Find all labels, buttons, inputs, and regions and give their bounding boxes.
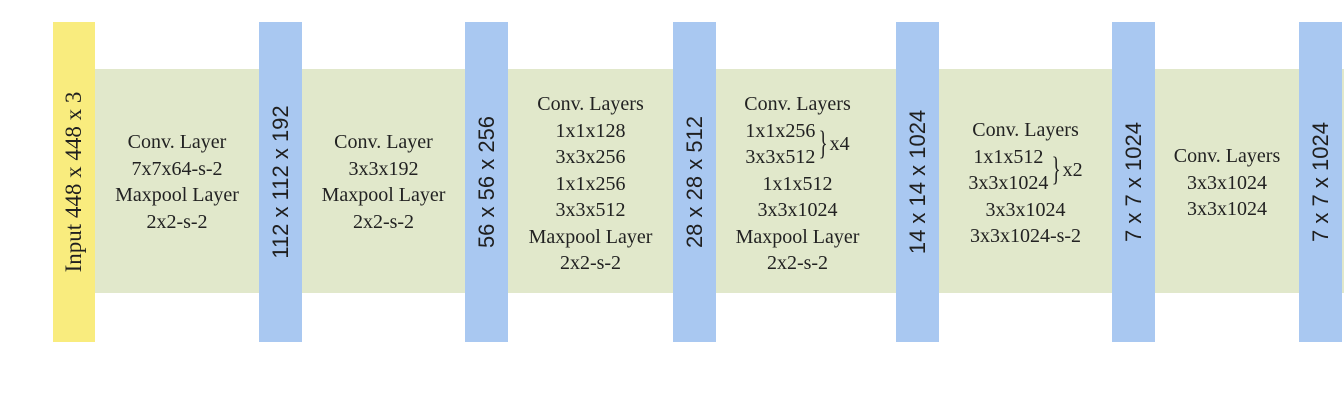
- block-title: Conv. Layers: [744, 93, 851, 115]
- block-line: 2x2-s-2: [146, 210, 208, 233]
- block-line: 1x1x256: [745, 119, 816, 142]
- block-line: 3x3x1024-s-2: [969, 225, 1082, 247]
- block-line: Maxpool Layer: [115, 184, 239, 206]
- block-line: Conv. Layers: [1173, 145, 1281, 167]
- feature-map-bar-4: 14 x 14 x 1024: [896, 22, 939, 342]
- block-line: Maxpool Layer: [528, 225, 653, 248]
- feature-map-bar-3: 28 x 28 x 512: [673, 22, 716, 342]
- block-line: Conv. Layer: [334, 131, 433, 153]
- block-line: 2x2-s-2: [559, 252, 622, 274]
- right-brace-icon: }: [1052, 151, 1061, 188]
- feature-map-bar-6: 7 x 7 x 1024: [1299, 22, 1342, 342]
- block-line: 3x3x192: [348, 157, 419, 180]
- block-line: 3x3x1024: [1187, 171, 1267, 194]
- block-line: Maxpool Layer: [321, 184, 446, 206]
- repeat-group-x4: 1x1x256 3x3x512 } x4: [745, 118, 849, 171]
- feature-map-label-4: 14 x 14 x 1024: [904, 109, 930, 255]
- layer-block-1: Conv. Layer 7x7x64-s-2 Maxpool Layer 2x2…: [102, 129, 252, 235]
- feature-map-label-1: 112 x 112 x 192: [267, 105, 293, 259]
- block-line: 2x2-s-2: [766, 252, 829, 274]
- layer-block-4: Conv. Layers 1x1x256 3x3x512 } x4 1x1x51…: [720, 91, 875, 277]
- block-line: 2x2-s-2: [352, 210, 415, 233]
- feature-map-bar-2: 56 x 56 x 256: [465, 22, 508, 342]
- right-brace-icon: }: [819, 125, 828, 162]
- block-line: 3x3x1024: [1187, 198, 1267, 220]
- block-line: 3x3x256: [555, 146, 626, 168]
- feature-map-label-6: 7 x 7 x 1024: [1307, 122, 1333, 242]
- block-line: Conv. Layer: [127, 131, 227, 153]
- layer-block-2: Conv. Layer 3x3x192 Maxpool Layer 2x2-s-…: [306, 129, 461, 235]
- block-line: 1x1x128: [555, 119, 626, 142]
- block-line: 1x1x512: [762, 172, 833, 195]
- block-line: 3x3x1024: [968, 172, 1049, 194]
- layer-block-6: Conv. Layers 3x3x1024 3x3x1024: [1157, 143, 1297, 223]
- block-line: 3x3x1024: [757, 199, 838, 221]
- feature-map-bar-5: 7 x 7 x 1024: [1112, 22, 1155, 342]
- feature-map-label-2: 56 x 56 x 256: [473, 115, 499, 249]
- layer-block-5: Conv. Layers 1x1x512 3x3x1024 } x2 3x3x1…: [943, 117, 1108, 250]
- feature-map-label-5: 7 x 7 x 1024: [1120, 122, 1146, 242]
- layer-block-3: Conv. Layers 1x1x128 3x3x256 1x1x256 3x3…: [513, 91, 668, 277]
- block-line: Conv. Layers: [537, 93, 644, 115]
- repeat-group-x2: 1x1x512 3x3x1024 } x2: [968, 144, 1082, 197]
- block-line: Maxpool Layer: [735, 225, 860, 248]
- block-line: 3x3x1024: [985, 198, 1066, 221]
- repeat-multiplier: x2: [1062, 158, 1083, 181]
- block-line: 3x3x512: [745, 146, 816, 168]
- block-line: 7x7x64-s-2: [131, 157, 223, 180]
- feature-map-label-3: 28 x 28 x 512: [681, 115, 707, 249]
- block-line: 3x3x512: [555, 199, 626, 221]
- block-title: Conv. Layers: [972, 119, 1079, 141]
- feature-map-bar-1: 112 x 112 x 192: [259, 22, 302, 342]
- repeat-multiplier: x4: [829, 132, 850, 155]
- input-bar-label: Input 448 x 448 x 3: [61, 91, 86, 273]
- block-line: 1x1x256: [555, 172, 626, 195]
- input-bar: Input 448 x 448 x 3: [53, 22, 95, 342]
- block-line: 1x1x512: [973, 145, 1044, 168]
